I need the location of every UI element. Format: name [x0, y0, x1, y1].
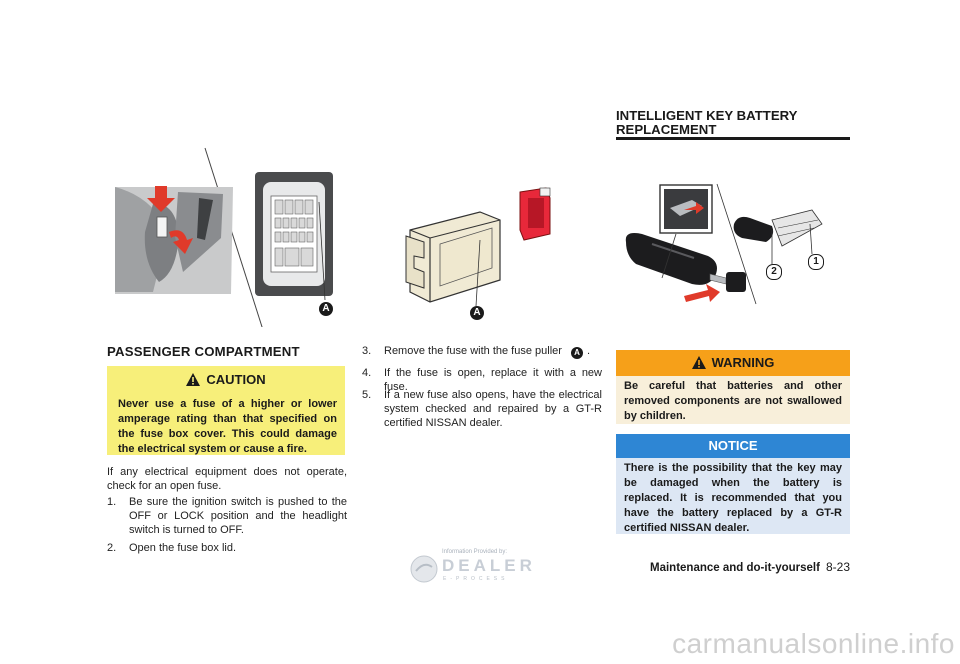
warning-triangle-icon: [691, 356, 706, 369]
warning-triangle-icon: [186, 373, 201, 386]
dealer-logo-icon: [410, 555, 438, 583]
callout-1: 1: [808, 254, 824, 270]
fuse-box-location-illustration: A: [113, 142, 345, 331]
red-arrow-right: [684, 284, 720, 302]
key-battery-illustration: 2 1: [622, 180, 850, 310]
caution-label: CAUTION: [206, 372, 266, 387]
red-arrow-curve: [169, 230, 193, 254]
footer-section: Maintenance and do-it-yourself: [650, 562, 820, 574]
list-item: 3. Remove the fuse with the fuse puller …: [362, 345, 591, 359]
red-arrow-small: [684, 202, 704, 214]
caution-text: Never use a fuse of a higher or lower am…: [118, 398, 337, 455]
warning-label: WARNING: [711, 355, 775, 370]
intro-paragraph: If any electrical equipment does not ope…: [107, 466, 347, 492]
notice-box: NOTICE There is the possibility that the…: [616, 434, 850, 534]
page-number: 8-23: [825, 560, 850, 574]
caution-box: CAUTION Never use a fuse of a higher or …: [107, 366, 345, 455]
warning-header: WARNING: [616, 350, 850, 376]
callout-a-inline: A: [571, 347, 583, 359]
callout-a: A: [470, 306, 484, 320]
list-item: 5. If a new fuse also opens, have the el…: [362, 389, 602, 429]
warning-text: Be careful that batteries and other remo…: [624, 380, 842, 422]
notice-text: There is the possibility that the key ma…: [624, 462, 842, 534]
red-arrow-down: [147, 186, 175, 212]
caution-header: CAUTION: [107, 372, 345, 387]
warning-box: WARNING Be careful that batteries and ot…: [616, 350, 850, 424]
heading-rule: [616, 137, 850, 140]
fuse-puller-illustration: A: [400, 184, 575, 324]
list-item: 4. If the fuse is open, replace it with …: [362, 367, 602, 393]
list-item: 1. Be sure the ignition switch is pushed…: [107, 496, 347, 536]
watermark-caption: Information Provided by:: [442, 549, 508, 555]
section-heading-intelligent-key: INTELLIGENT KEY BATTERY REPLACEMENT: [616, 108, 798, 137]
site-watermark: carmanualsonline.info: [672, 628, 955, 659]
notice-header: NOTICE: [616, 434, 850, 458]
callout-2: 2: [766, 264, 782, 280]
watermark-brand: DEALER: [442, 556, 536, 575]
section-heading-passenger-compartment: PASSENGER COMPARTMENT: [107, 344, 300, 359]
dealer-watermark: Information Provided by: DEALER E-PROCES…: [410, 549, 540, 587]
page-footer: Maintenance and do-it-yourself 8-23: [616, 560, 850, 574]
callout-a: A: [319, 302, 333, 316]
watermark-sub: E-PROCESS: [443, 576, 509, 582]
list-item: 2. Open the fuse box lid.: [107, 542, 237, 554]
